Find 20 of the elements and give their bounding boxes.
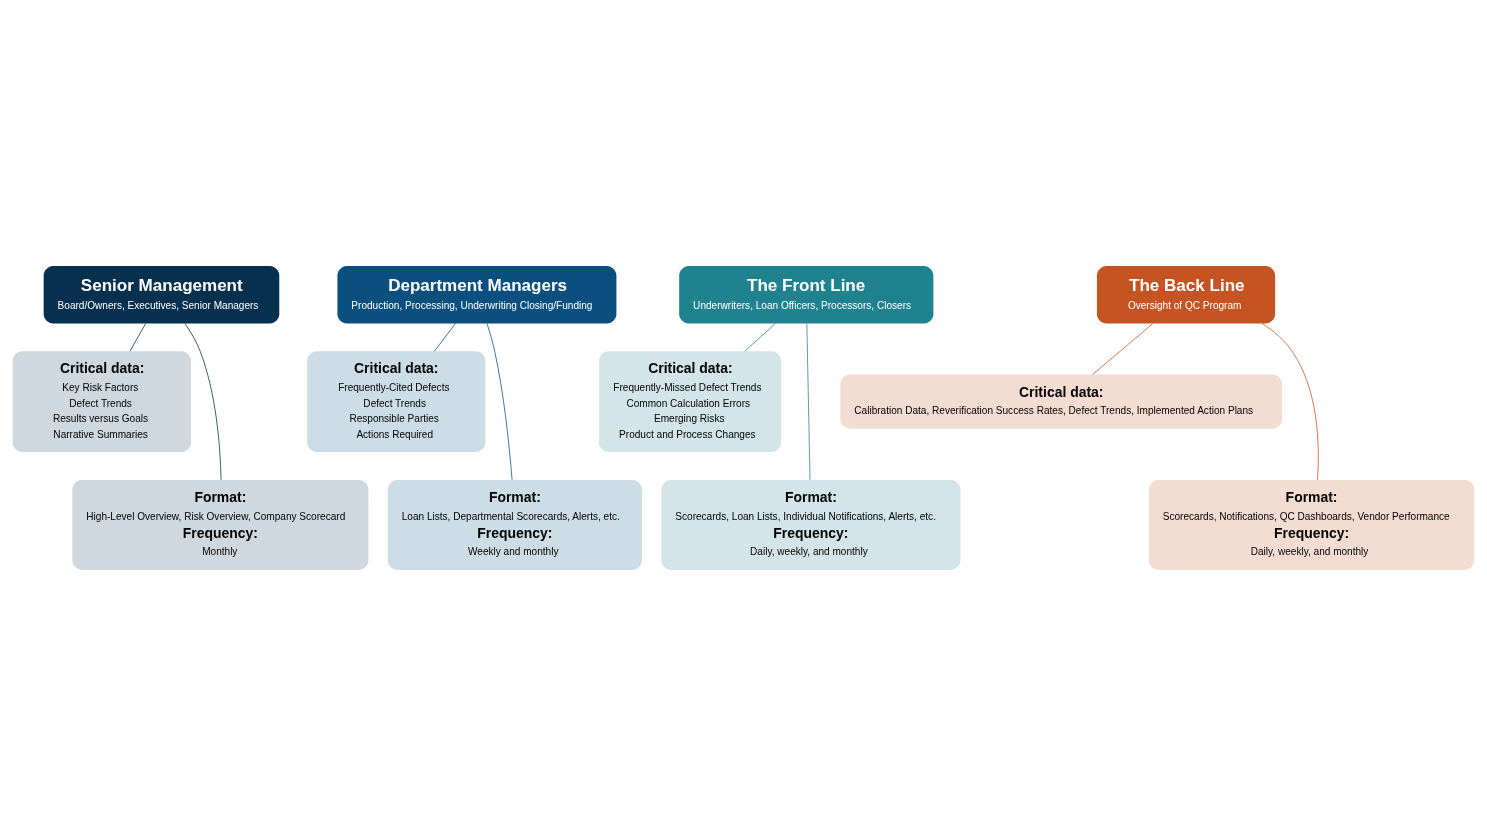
node-box: Critical data: Calibration Data, Reverification Success Rates, Defect Trends, Implemented Action Plans xyxy=(840,374,1283,429)
node-box: Format: Loan Lists, Departmental Scorecards, Alerts, etc. Frequency: Weekly and monthly xyxy=(387,480,642,570)
node-box: Format: Scorecards, Loan Lists, Individual Notifications, Alerts, etc. Frequency: Daily, weekly, and monthly xyxy=(661,480,961,570)
connector xyxy=(486,323,513,481)
connector xyxy=(806,323,811,481)
connector xyxy=(1092,323,1154,375)
node-box: Senior Management Board/Owners, Executives, Senior Managers xyxy=(43,266,280,324)
connector xyxy=(184,323,222,481)
node-box: Format: High-Level Overview, Risk Overview, Company Scorecard Frequency: Monthly xyxy=(72,480,369,570)
connector xyxy=(129,323,147,352)
node-box: The Back Line Oversight of QC Program xyxy=(1096,266,1276,324)
node-box: The Front Line Underwriters, Loan Officers, Processors, Closers xyxy=(679,266,934,324)
connector xyxy=(433,323,456,352)
node-box: Department Managers Production, Processing, Underwriting Closing/Funding xyxy=(337,266,617,324)
node-box: Critical data: Frequently-Cited Defects Defect Trends Responsible Parties Actions Required xyxy=(307,351,486,453)
node-box: Critical data: Frequently-Missed Defect Trends Common Calculation Errors Emerging Risks Product and Process Changes xyxy=(598,351,782,453)
connector xyxy=(1261,323,1319,481)
node-box: Format: Scorecards, Notifications, QC Dashboards, Vendor Performance Frequency: Daily, weekly, and monthly xyxy=(1148,480,1475,570)
node-box: Critical data: Key Risk Factors Defect Trends Results versus Goals Narrative Summaries xyxy=(12,351,191,453)
connector xyxy=(744,323,776,352)
